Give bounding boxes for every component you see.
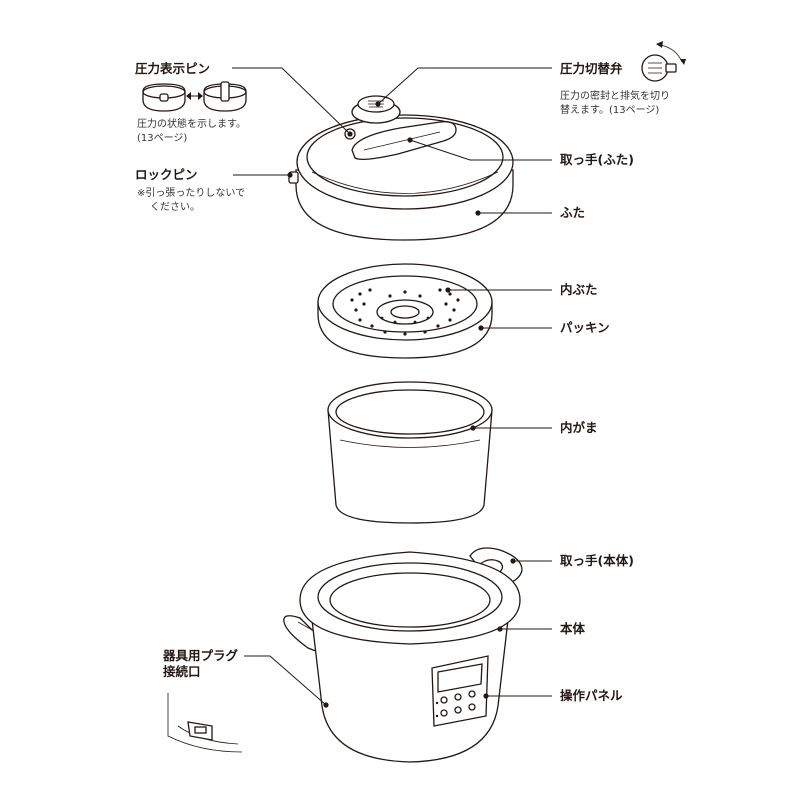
- label-lid-handle: 取っ手(ふた): [560, 152, 634, 167]
- inner-pot-illustration: [327, 381, 493, 524]
- leader-lines: [232, 67, 552, 708]
- label-plug-socket-2: 接続口: [163, 664, 201, 679]
- label-body: 本体: [560, 621, 586, 636]
- pressure-pin-state-icons: [142, 81, 247, 112]
- note-pressure-valve-1: 圧力の密封と排気を切り: [560, 91, 670, 102]
- label-lid: ふた: [560, 205, 586, 220]
- inner-lid-illustration: [317, 263, 493, 359]
- label-packing: パッキン: [560, 320, 610, 335]
- lid-illustration: [288, 95, 514, 241]
- label-plug-socket-1: 器具用プラグ: [163, 648, 239, 663]
- label-inner-pot: 内がま: [560, 420, 598, 435]
- label-pressure-valve: 圧力切替弁: [560, 61, 623, 76]
- note-pressure-valve-2: 替えます。(13ページ): [560, 105, 660, 116]
- label-body-handle: 取っ手(本体): [560, 553, 634, 568]
- label-inner-lid: 内ぶた: [560, 282, 598, 297]
- body-illustration: [283, 547, 523, 763]
- note-pressure-pin-2: (13ページ): [137, 133, 188, 144]
- note-lock-pin-2: ください。: [150, 202, 200, 213]
- note-lock-pin-1: ※引っ張ったりしないで: [137, 188, 246, 199]
- note-pressure-pin-1: 圧力の状態を示します。: [137, 119, 246, 130]
- label-pressure-pin: 圧力表示ピン: [135, 61, 211, 76]
- label-control-panel: 操作パネル: [560, 688, 623, 703]
- pressure-valve-icon: [641, 41, 686, 82]
- label-lock-pin: ロックピン: [135, 167, 198, 182]
- plug-socket-inset: [167, 693, 243, 753]
